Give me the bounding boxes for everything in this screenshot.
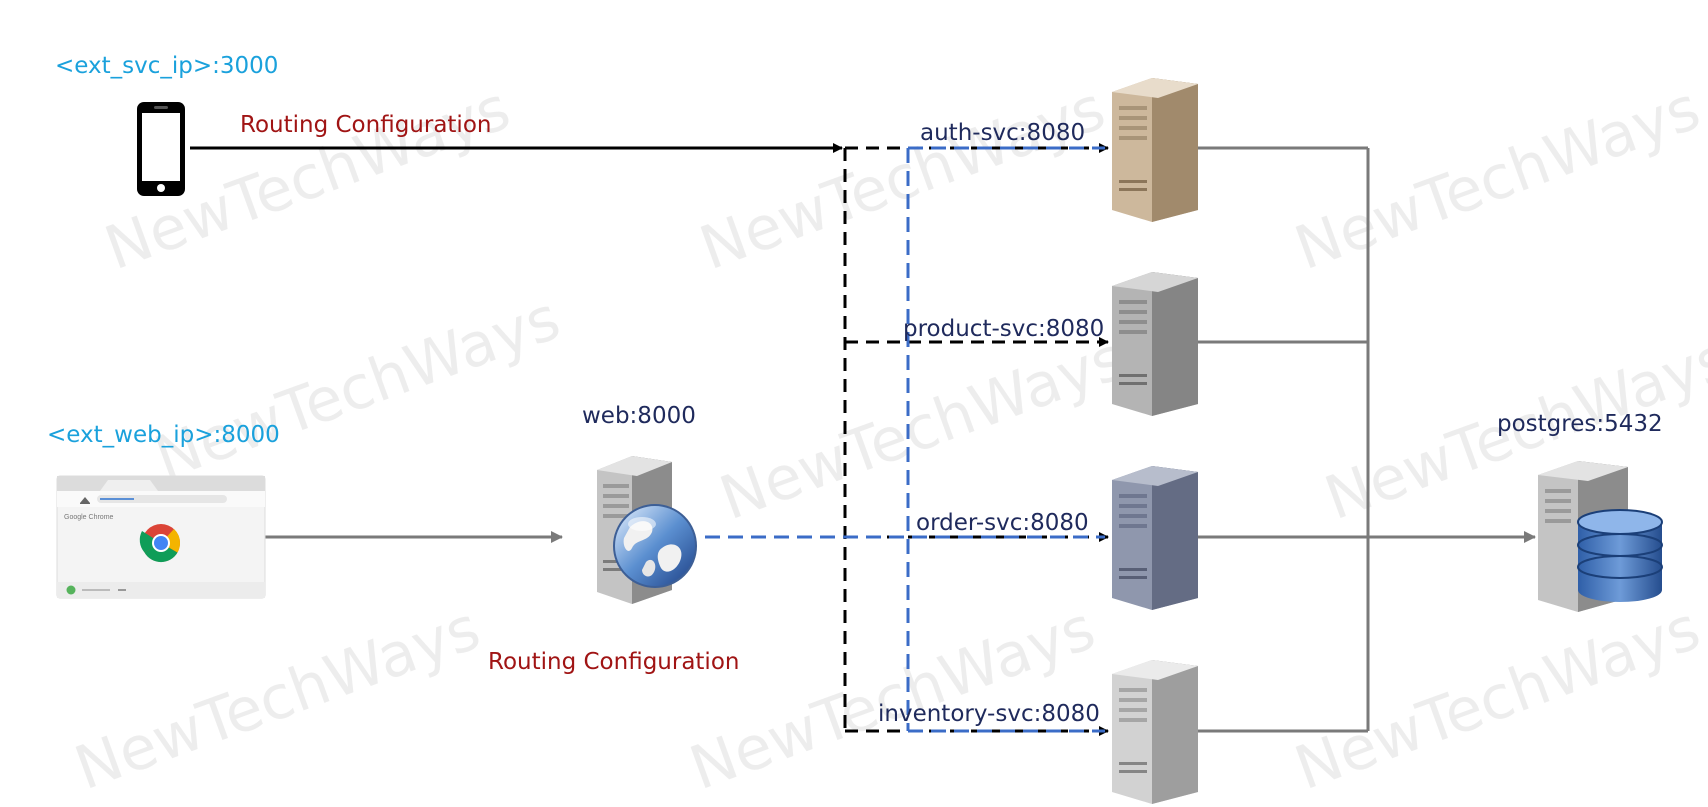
auth-svc-label: auth-svc:8080 xyxy=(920,120,1085,146)
connectors xyxy=(190,143,1536,736)
watermark: NewTechWays xyxy=(681,593,1104,804)
watermark: NewTechWays xyxy=(1286,593,1708,804)
phone-icon xyxy=(137,102,185,196)
product-svc-label: product-svc:8080 xyxy=(903,316,1104,342)
watermark: NewTechWays xyxy=(66,593,489,804)
home-icon xyxy=(80,497,90,504)
inventory-svc-label: inventory-svc:8080 xyxy=(878,701,1100,727)
watermark: NewTechWays xyxy=(1286,73,1708,284)
ext-web-ip-label: <ext_web_ip>:8000 xyxy=(47,422,280,448)
order-svc-label: order-svc:8080 xyxy=(916,510,1089,536)
routing-config-label-bottom: Routing Configuration xyxy=(488,649,739,675)
watermark: NewTechWays xyxy=(691,73,1114,284)
chrome-browser-window: Google Chrome xyxy=(56,475,266,599)
auth-server-icon xyxy=(1112,78,1198,222)
watermark: NewTechWays xyxy=(711,323,1134,534)
order-server-icon xyxy=(1112,466,1198,610)
chrome-logo-icon xyxy=(139,524,181,563)
routing-config-label-top: Routing Configuration xyxy=(240,112,491,138)
watermark: NewTechWays xyxy=(146,283,569,494)
ext-svc-ip-label: <ext_svc_ip>:3000 xyxy=(55,53,278,79)
database-icon xyxy=(1577,509,1663,602)
product-server-icon xyxy=(1112,272,1198,416)
labels: <ext_svc_ip>:3000 Routing Configuration … xyxy=(47,53,1663,727)
browser-brand: Google Chrome xyxy=(64,514,114,521)
watermarks: NewTechWays NewTechWays NewTechWays NewT… xyxy=(66,73,1708,804)
globe-icon xyxy=(613,504,697,588)
inventory-server-icon xyxy=(1112,660,1198,804)
web-label: web:8000 xyxy=(582,403,696,429)
postgres-label: postgres:5432 xyxy=(1497,411,1663,437)
